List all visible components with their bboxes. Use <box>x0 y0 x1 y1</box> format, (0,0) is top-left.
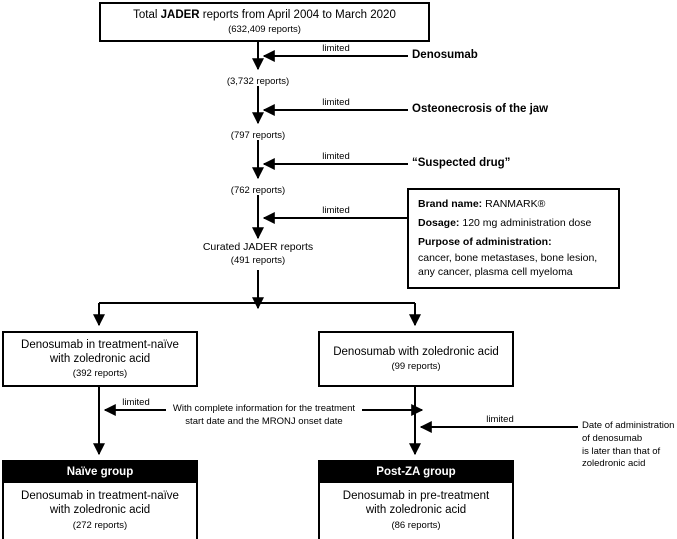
node-total-jader-reports: Total JADER reports from April 2004 to M… <box>99 2 430 42</box>
brand-value: RANMARK® <box>482 198 546 210</box>
node-title-text: Total JADER reports from April 2004 to M… <box>133 8 396 21</box>
count-after-filter-3: (762 reports) <box>230 185 286 196</box>
jader-bold: JADER <box>160 8 200 21</box>
limited-label-4: limited <box>322 205 350 216</box>
post-za-group-body: Denosumab in pre-treatment with zoledron… <box>320 483 512 539</box>
count-after-filter-2: (797 reports) <box>230 130 286 141</box>
filter-label-denosumab: Denosumab <box>412 49 478 61</box>
post-za-group-header: Post-ZA group <box>320 462 512 483</box>
node-denosumab-treatment-naive: Denosumab in treatment-naïve with zoledr… <box>2 331 198 387</box>
node-post-za-group: Post-ZA group Denosumab in pre-treatment… <box>318 460 514 539</box>
limited-label-right-exclusion: limited <box>486 414 514 425</box>
dosage-value: 120 mg administration dose <box>459 217 592 230</box>
naive-group-header: Naïve group <box>4 462 196 483</box>
naive-group-line1: Denosumab in treatment-naïve <box>21 490 179 502</box>
note-right-line2: is later than that of zoledronic acid <box>582 445 661 470</box>
branch-left-line2: with zoledronic acid <box>49 353 151 366</box>
count-after-filter-1: (3,732 reports) <box>226 76 290 87</box>
purpose-label: Purpose of administration: <box>418 236 552 249</box>
post-za-group-line1: Denosumab in pre-treatment <box>342 490 490 502</box>
curated-main: Curated JADER reports <box>202 241 314 253</box>
naive-group-line2: with zoledronic acid <box>49 504 151 517</box>
note-left-line2: start date and the MRONJ onset date <box>185 415 343 427</box>
purpose-line-1: cancer, bone metastases, bone lesion, <box>418 251 598 264</box>
branch-left-line1: Denosumab in treatment-naïve <box>21 338 179 351</box>
note-date-of-administration: Date of administration of denosumab is l… <box>582 420 677 471</box>
naive-group-count: (272 reports) <box>72 519 128 531</box>
node-denosumab-with-zoledronic-acid: Denosumab with zoledronic acid (99 repor… <box>318 331 514 387</box>
curated-reports-label: Curated JADER reports (491 reports) <box>203 241 313 267</box>
note-right-line1: Date of administration of denosumab <box>582 420 675 444</box>
branch-left-count: (392 reports) <box>72 368 128 380</box>
node-naive-group: Naïve group Denosumab in treatment-naïve… <box>2 460 198 539</box>
brand-label: Brand name: <box>418 198 483 210</box>
node-count: (632,409 reports) <box>228 24 301 36</box>
note-complete-information: With complete information for the treatm… <box>173 403 355 429</box>
filter-label-osteonecrosis: Osteonecrosis of the jaw <box>412 103 549 115</box>
limited-label-left-exclusion: limited <box>122 397 150 408</box>
post-za-group-line2: with zoledronic acid <box>365 504 467 517</box>
detail-box-drug-criteria: Brand name: RANMARK® Dosage: 120 mg admi… <box>407 188 620 289</box>
naive-group-body: Denosumab in treatment-naïve with zoledr… <box>4 483 196 539</box>
post-za-group-count: (86 reports) <box>391 519 441 531</box>
limited-label-1: limited <box>322 43 350 54</box>
purpose-line-2: any cancer, plasma cell myeloma <box>418 265 573 278</box>
curated-count: (491 reports) <box>230 254 286 266</box>
limited-label-3: limited <box>322 151 350 162</box>
branch-right-line1: Denosumab with zoledronic acid <box>333 345 499 358</box>
limited-label-2: limited <box>322 97 350 108</box>
filter-label-suspected-drug: “Suspected drug” <box>412 157 511 169</box>
detail-row-brand: Brand name: RANMARK® <box>418 197 609 212</box>
detail-row-purpose: Purpose of administration: cancer, bone … <box>418 235 609 279</box>
dosage-label: Dosage: <box>418 217 460 230</box>
detail-row-dosage: Dosage: 120 mg administration dose <box>418 216 609 231</box>
branch-right-count: (99 reports) <box>391 361 441 373</box>
note-left-line1: With complete information for the treatm… <box>172 403 356 414</box>
